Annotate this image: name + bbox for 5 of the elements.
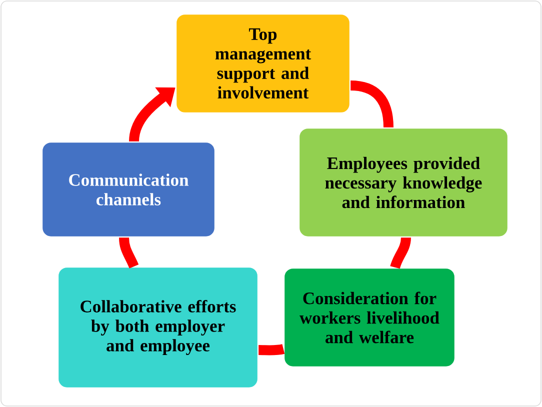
process-box: Top management support and involvement	[175, 13, 351, 114]
process-box: Communication channels	[41, 141, 216, 238]
process-box: Employees provided necessary knowledge and information	[298, 127, 509, 238]
process-box: Consideration for workers livelihood and welfare	[283, 267, 456, 368]
process-box: Collaborative efforts by both employer and employee	[57, 266, 259, 389]
